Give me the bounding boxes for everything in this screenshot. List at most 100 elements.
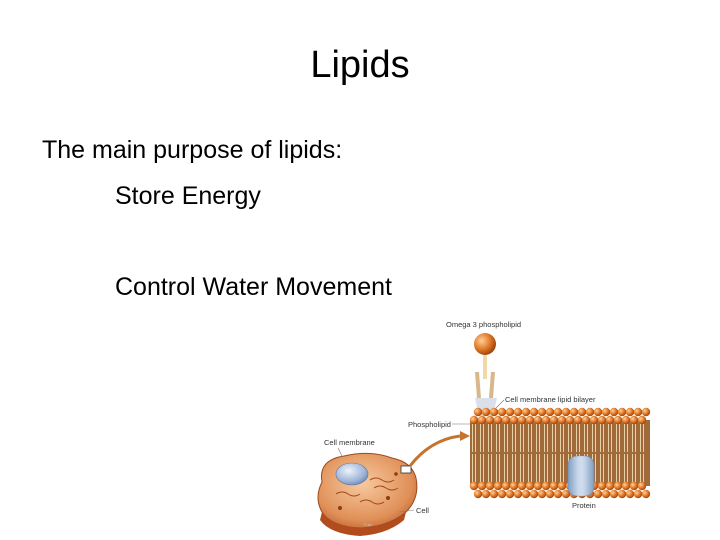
lipid-tail	[472, 424, 476, 482]
phospholipid-head	[477, 481, 487, 491]
lipid-tail	[592, 424, 596, 482]
phospholipid-head	[505, 407, 515, 417]
phospholipid-head	[557, 481, 567, 491]
body-line-purpose: The main purpose of lipids:	[42, 136, 343, 164]
phospholipid-head	[581, 415, 591, 425]
omega-phospholipid	[474, 333, 497, 416]
lipid-tail	[496, 424, 500, 482]
phospholipid-head	[637, 415, 647, 425]
phospholipid-head	[477, 415, 487, 425]
phospholipid-head	[593, 407, 603, 417]
phospholipid-head	[537, 407, 547, 417]
membrane-protein	[567, 455, 595, 497]
phospholipid-head	[637, 481, 647, 491]
illustration-svg: Omega 3 phospholipid Cell membrane lipid…	[317, 320, 651, 536]
lipid-tail	[616, 424, 620, 482]
phospholipid-head	[629, 481, 639, 491]
phospholipid-head	[505, 489, 515, 499]
phospholipid-head	[601, 489, 611, 499]
phospholipid-head	[469, 415, 479, 425]
phospholipid-head	[517, 481, 527, 491]
lipid-tail	[640, 424, 644, 482]
phospholipid-head	[633, 489, 643, 499]
phospholipid-head	[641, 489, 651, 499]
phospholipid-head	[473, 407, 483, 417]
body-line-control-water: Control Water Movement	[115, 273, 392, 301]
phospholipid-head	[617, 489, 627, 499]
phospholipid-head	[585, 407, 595, 417]
phospholipid-head	[513, 407, 523, 417]
phospholipid-head	[625, 489, 635, 499]
phospholipid-head	[521, 407, 531, 417]
lipid-tail	[544, 424, 548, 482]
phospholipid-head	[529, 489, 539, 499]
lipid-tail	[536, 424, 540, 482]
phospholipid-head	[621, 415, 631, 425]
lipid-tail	[488, 424, 492, 482]
phospholipid-head	[529, 407, 539, 417]
phospholipid-head	[481, 489, 491, 499]
lipid-bilayer-illustration: Omega 3 phospholipid Cell membrane lipid…	[300, 312, 720, 540]
slide-title: Lipids	[310, 44, 410, 86]
phospholipid-head	[485, 415, 495, 425]
phospholipid-head	[561, 407, 571, 417]
cell: © art	[317, 452, 418, 536]
phospholipid-head	[613, 415, 623, 425]
lipid-tail	[504, 424, 508, 482]
phospholipid-head	[549, 415, 559, 425]
phospholipid-head	[613, 481, 623, 491]
phospholipid-head	[609, 489, 619, 499]
phospholipid-head	[553, 489, 563, 499]
lipid-tail	[480, 424, 484, 482]
phospholipid-head	[481, 407, 491, 417]
phospholipid-head	[525, 415, 535, 425]
lipid-tail	[576, 424, 580, 482]
phospholipid-head	[501, 415, 511, 425]
label-phospholipid: Phospholipid	[408, 420, 451, 429]
phospholipid-head	[513, 489, 523, 499]
phospholipid-head	[517, 415, 527, 425]
phospholipid-head	[537, 489, 547, 499]
phospholipid-head	[489, 407, 499, 417]
phospholipid-head	[609, 407, 619, 417]
label-cell-membrane: Cell membrane	[324, 438, 375, 447]
phospholipid-head	[593, 489, 603, 499]
label-protein: Protein	[572, 501, 596, 510]
phospholipid-head	[601, 407, 611, 417]
phospholipid-head	[561, 489, 571, 499]
phospholipid-head	[597, 481, 607, 491]
label-omega: Omega 3 phospholipid	[446, 320, 521, 329]
label-cell: Cell	[416, 506, 429, 515]
phospholipid-head	[641, 407, 651, 417]
lipid-tail	[608, 424, 612, 482]
lipid-tail	[552, 424, 556, 482]
phospholipid-head	[493, 481, 503, 491]
phospholipid-head	[553, 407, 563, 417]
lipid-tail	[632, 424, 636, 482]
lipid-bilayer	[469, 407, 651, 499]
lipid-tail	[624, 424, 628, 482]
lipid-tail	[528, 424, 532, 482]
phospholipid-head	[549, 481, 559, 491]
phospholipid-head	[605, 481, 615, 491]
lipid-tail	[512, 424, 516, 482]
phospholipid-head	[629, 415, 639, 425]
lipid-tail	[520, 424, 524, 482]
phospholipid-head	[605, 415, 615, 425]
phospholipid-head	[497, 407, 507, 417]
phospholipid-head	[577, 407, 587, 417]
phospholipid-head	[497, 489, 507, 499]
phospholipid-head	[569, 407, 579, 417]
phospholipid-head	[617, 407, 627, 417]
phospholipid-head	[493, 415, 503, 425]
phospholipid-head	[489, 489, 499, 499]
body-line-store-energy: Store Energy	[115, 182, 261, 210]
phospholipid-head	[501, 481, 511, 491]
lipid-tail	[600, 424, 604, 482]
phospholipid-head	[533, 415, 543, 425]
phospholipid-head	[469, 481, 479, 491]
phospholipid-head	[541, 481, 551, 491]
phospholipid-head	[525, 481, 535, 491]
phospholipid-head	[573, 415, 583, 425]
phospholipid-head	[621, 481, 631, 491]
